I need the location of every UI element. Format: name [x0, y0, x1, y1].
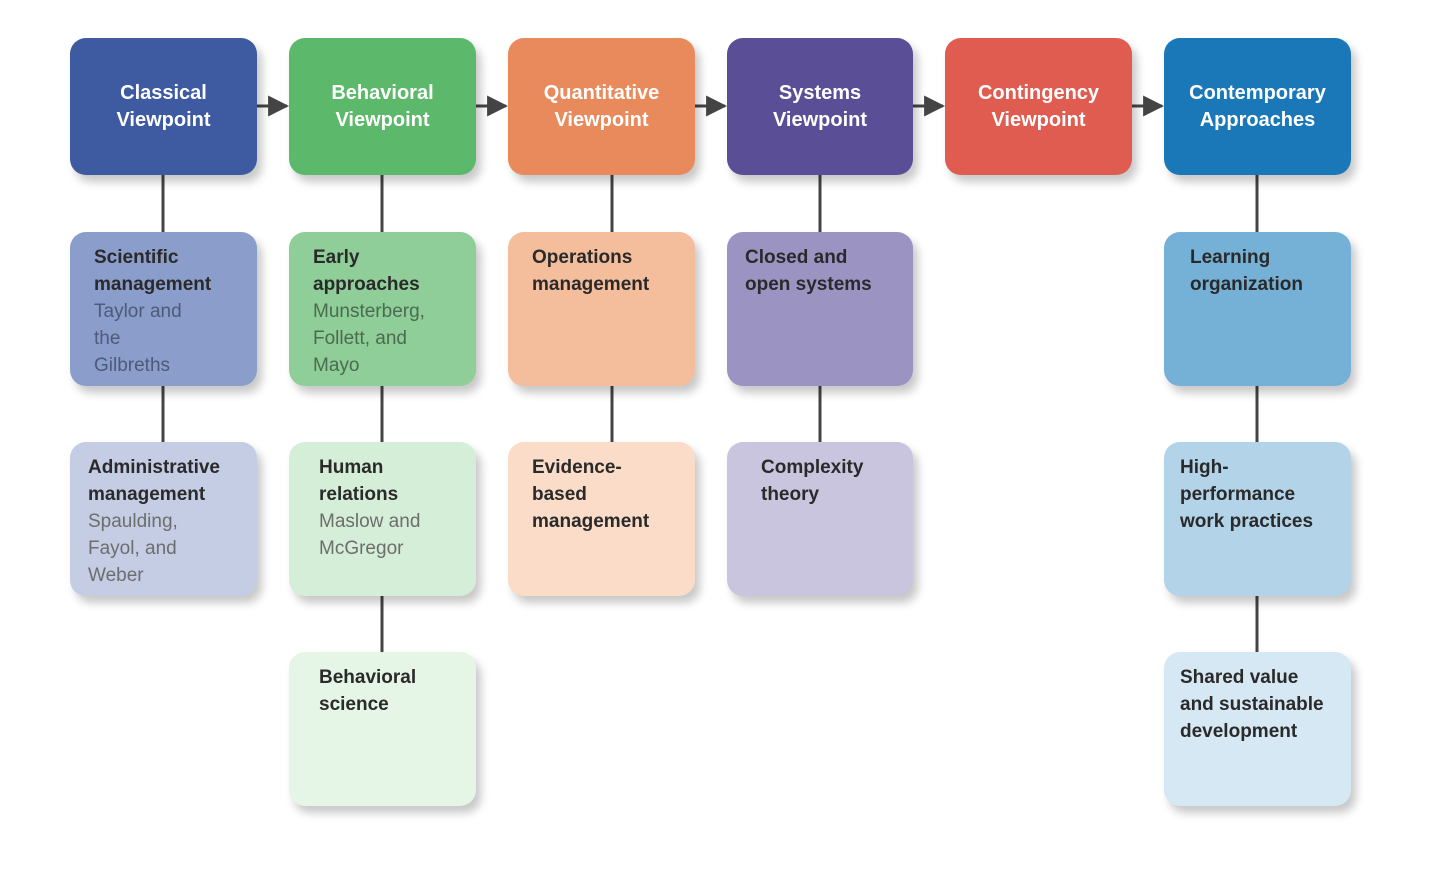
high-performance-work-practices-box: High- performance work practices — [1164, 442, 1351, 596]
evidence-based-management-box: Evidence- based management — [508, 442, 695, 596]
learning-organization-title: Learning organization — [1190, 247, 1303, 295]
systems-viewpoint-box: Systems Viewpoint — [727, 38, 913, 175]
complexity-theory-title: Complexity theory — [761, 457, 864, 505]
operations-management-box: Operations management — [508, 232, 695, 386]
contingency-viewpoint-label: Contingency Viewpoint — [977, 81, 1100, 131]
quantitative-viewpoint-label: Quantitative Viewpoint — [543, 81, 660, 131]
behavioral-viewpoint-label: Behavioral Viewpoint — [331, 81, 434, 131]
early-approaches-title: Early approaches — [313, 247, 420, 295]
quantitative-viewpoint-box: Quantitative Viewpoint — [508, 38, 695, 175]
complexity-theory-box: Complexity theory — [727, 442, 913, 596]
contingency-viewpoint-box: Contingency Viewpoint — [945, 38, 1132, 175]
contemporary-approaches-label: Contemporary Approaches — [1189, 81, 1326, 131]
closed-open-systems-box: Closed and open systems — [727, 232, 913, 386]
behavioral-science-title: Behavioral science — [319, 667, 417, 715]
shared-value-box: Shared value and sustainable development — [1164, 652, 1351, 806]
systems-viewpoint-label: Systems Viewpoint — [772, 81, 868, 131]
evidence-based-management-title: Evidence- based management — [532, 457, 650, 532]
human-relations-box: Human relations Maslow and McGregor — [289, 442, 476, 596]
learning-organization-box: Learning organization — [1164, 232, 1351, 386]
shared-value-title: Shared value and sustainable development — [1180, 667, 1324, 742]
administrative-management-box: Administrative management Spaulding, Fay… — [70, 442, 257, 596]
operations-management-title: Operations management — [532, 247, 650, 295]
closed-open-systems-title: Closed and open systems — [745, 247, 872, 295]
classical-viewpoint-label: Classical Viewpoint — [116, 81, 211, 131]
high-performance-work-practices-title: High- performance work practices — [1180, 457, 1314, 532]
scientific-management-title: Scientific management — [94, 247, 212, 295]
behavioral-science-box: Behavioral science — [289, 652, 476, 806]
early-approaches-detail: Munsterberg, Follett, and Mayo — [313, 301, 425, 376]
human-relations-detail: Maslow and McGregor — [319, 511, 421, 559]
contemporary-approaches-box: Contemporary Approaches — [1164, 38, 1351, 175]
behavioral-viewpoint-box: Behavioral Viewpoint — [289, 38, 476, 175]
administrative-management-detail: Spaulding, Fayol, and Weber — [88, 511, 178, 586]
administrative-management-title: Administrative management — [88, 457, 220, 505]
scientific-management-box: Scientific management Taylor and the Gil… — [70, 232, 257, 386]
human-relations-title: Human relations — [319, 457, 399, 505]
early-approaches-box: Early approaches Munsterberg, Follett, a… — [289, 232, 476, 386]
scientific-management-detail: Taylor and the Gilbreths — [94, 301, 182, 376]
classical-viewpoint-box: Classical Viewpoint — [70, 38, 257, 175]
